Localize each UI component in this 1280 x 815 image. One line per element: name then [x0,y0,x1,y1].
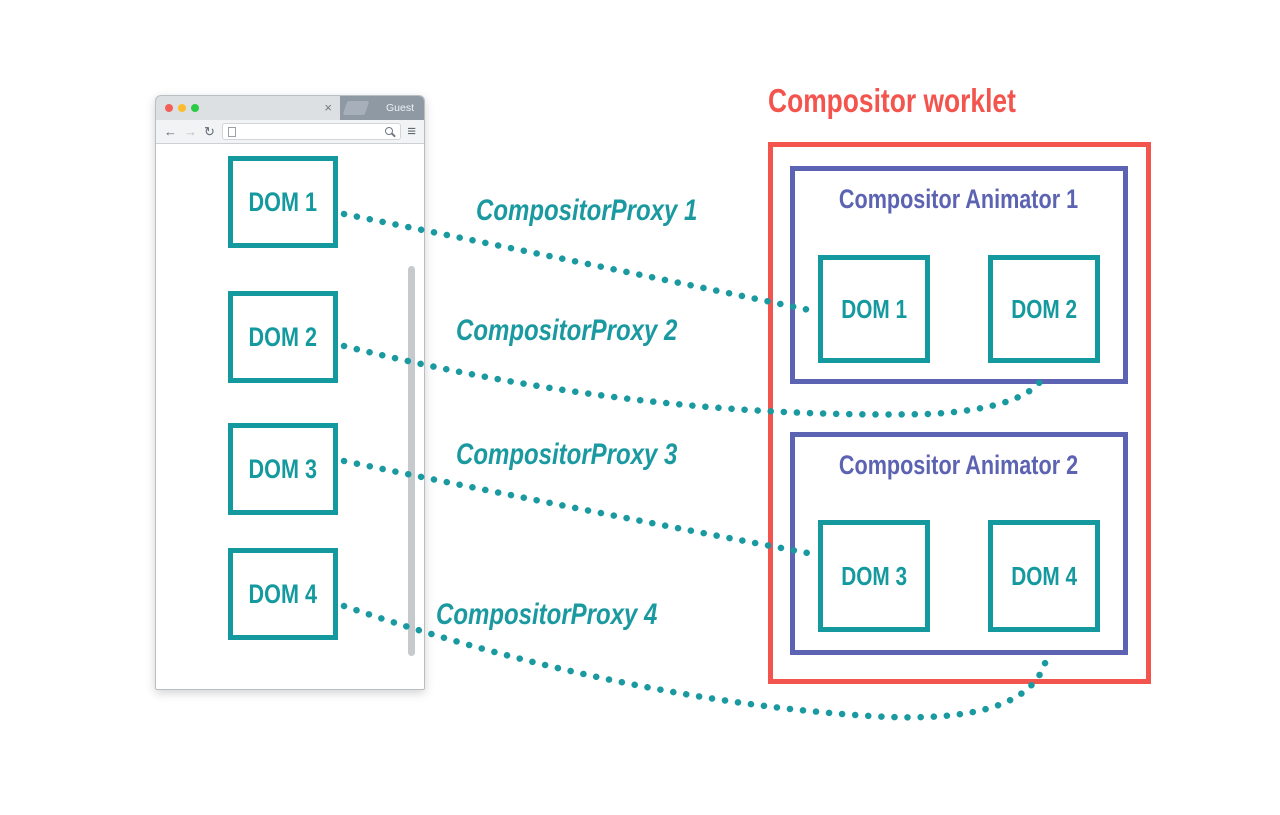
dom-box-label: DOM 2 [248,321,318,352]
proxy-label-1: CompositorProxy 1 [476,194,753,228]
search-icon[interactable] [385,127,394,135]
compositor-animator-1: Compositor Animator 1 DOM 1 DOM 2 [790,166,1128,384]
forward-icon[interactable]: → [184,124,197,139]
new-tab-button[interactable] [342,101,370,115]
animator-title: Compositor Animator 1 [795,184,1123,215]
animator1-dom-box-1: DOM 1 [818,255,930,363]
dom-box-label: DOM 1 [248,186,318,217]
dom-box-label: DOM 1 [841,293,907,324]
zoom-window-button[interactable] [191,104,199,112]
reload-icon[interactable]: ↻ [204,124,215,139]
worklet-title-text: Compositor worklet [768,82,1016,119]
worklet-title: Compositor worklet [768,82,1078,120]
browser-window: × Guest ← → ↻ ≡ DOM 1 DOM 2 DOM 3 [155,95,425,690]
proxy-label-text: CompositorProxy 2 [456,314,678,347]
browser-tab[interactable]: × [156,96,340,120]
back-icon[interactable]: ← [164,124,177,139]
dom-box-4: DOM 4 [228,548,338,640]
animator1-dom-box-2: DOM 2 [988,255,1100,363]
browser-titlebar: × Guest [156,96,424,120]
proxy-label-2: CompositorProxy 2 [456,314,733,348]
animator2-dom-box-4: DOM 4 [988,520,1100,632]
animator-title-text: Compositor Animator 2 [839,450,1079,480]
traffic-lights [165,104,199,112]
animator-title: Compositor Animator 2 [795,450,1123,481]
dom-box-label: DOM 2 [1011,293,1077,324]
proxy-label-text: CompositorProxy 1 [476,194,698,227]
page-icon [227,127,236,137]
compositor-animator-2: Compositor Animator 2 DOM 3 DOM 4 [790,432,1128,655]
dom-box-3: DOM 3 [228,423,338,515]
dom-box-label: DOM 4 [248,578,318,609]
guest-profile-label: Guest [385,102,414,114]
menu-icon[interactable]: ≡ [407,123,416,140]
browser-toolbar: ← → ↻ ≡ [156,120,424,144]
proxy-label-text: CompositorProxy 4 [436,598,658,631]
animator2-dom-box-3: DOM 3 [818,520,930,632]
dom-box-2: DOM 2 [228,291,338,383]
dom-box-label: DOM 3 [248,453,318,484]
proxy-label-4: CompositorProxy 4 [436,598,713,632]
scrollbar-thumb[interactable] [408,266,415,656]
dom-box-1: DOM 1 [228,156,338,248]
proxy-label-3: CompositorProxy 3 [456,438,733,472]
browser-viewport: DOM 1 DOM 2 DOM 3 DOM 4 [156,144,424,689]
close-window-button[interactable] [165,104,173,112]
dom-box-label: DOM 4 [1011,560,1077,591]
minimize-window-button[interactable] [178,104,186,112]
address-bar[interactable] [221,123,402,140]
tab-close-icon[interactable]: × [324,100,332,115]
proxy-label-text: CompositorProxy 3 [456,438,678,471]
animator-title-text: Compositor Animator 1 [839,184,1079,214]
dom-box-label: DOM 3 [841,560,907,591]
